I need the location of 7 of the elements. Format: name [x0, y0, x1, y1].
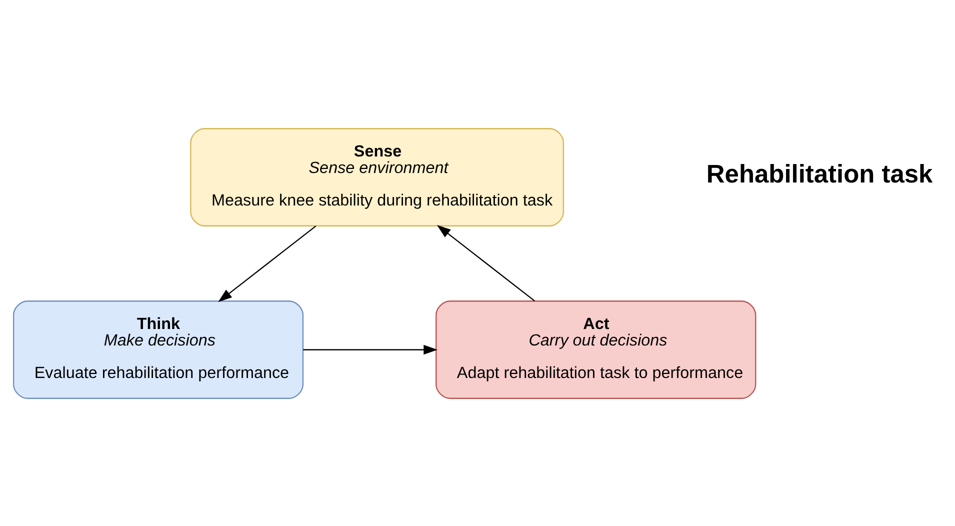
- node-box: Act Carry out decisions Adapt rehabilitation task to performance: [436, 300, 756, 398]
- label: Rehabilitation task: [706, 160, 933, 188]
- arrow: [303, 344, 438, 354]
- arrow: [436, 224, 535, 301]
- node-box: Think Make decisions Evaluate rehabilitation performance: [12, 300, 304, 398]
- arrow: [218, 225, 316, 302]
- node-box: Sense Sense environment Measure knee stability during rehabilitation task: [190, 128, 564, 226]
